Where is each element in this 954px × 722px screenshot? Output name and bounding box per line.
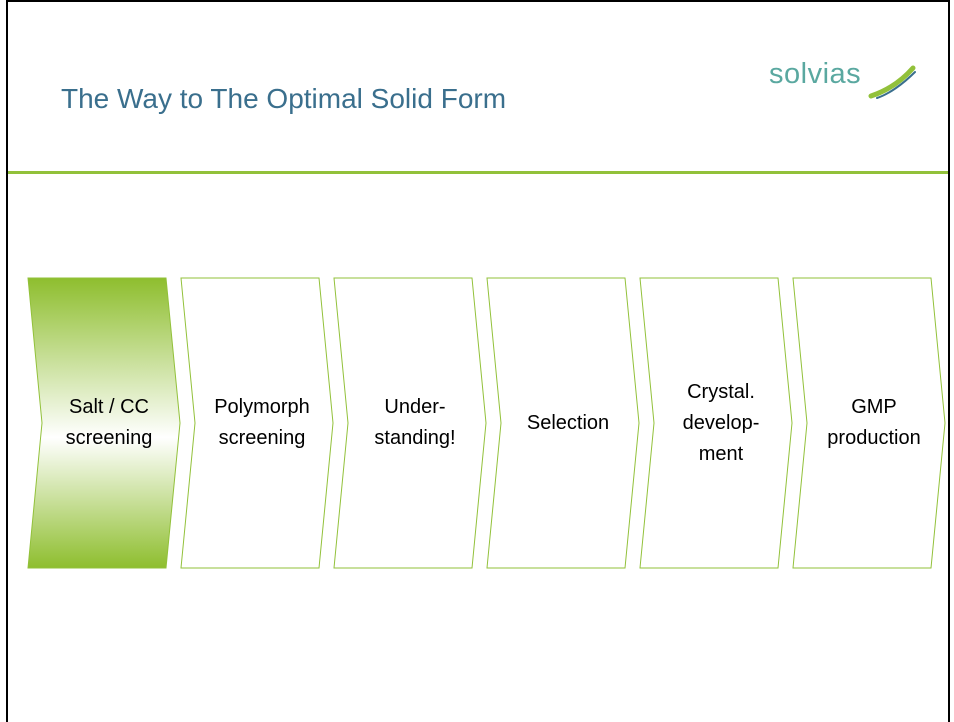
process-step-3	[333, 277, 487, 569]
process-step-label: GMP production	[827, 396, 921, 449]
process-step-label: Selection	[526, 411, 610, 434]
process-step-label: Crystal. develop- ment	[682, 380, 760, 465]
process-step-label: Salt / CC screening	[65, 396, 153, 449]
slide-title: The Way to The Optimal Solid Form	[61, 83, 507, 114]
process-step-1	[27, 277, 181, 569]
swoosh-icon	[868, 65, 916, 99]
slide-frame	[6, 0, 950, 722]
process-step-label: Polymorph screening	[214, 396, 310, 449]
process-step-2	[180, 277, 334, 569]
process-step-5	[639, 277, 793, 569]
process-step-4	[486, 277, 640, 569]
process-step-label: Under- standing!	[374, 396, 456, 449]
logo-wordmark: solvias	[769, 58, 862, 90]
process-step-6	[792, 277, 946, 569]
solvias-logo: solvias	[769, 58, 919, 108]
header-divider	[8, 171, 948, 174]
